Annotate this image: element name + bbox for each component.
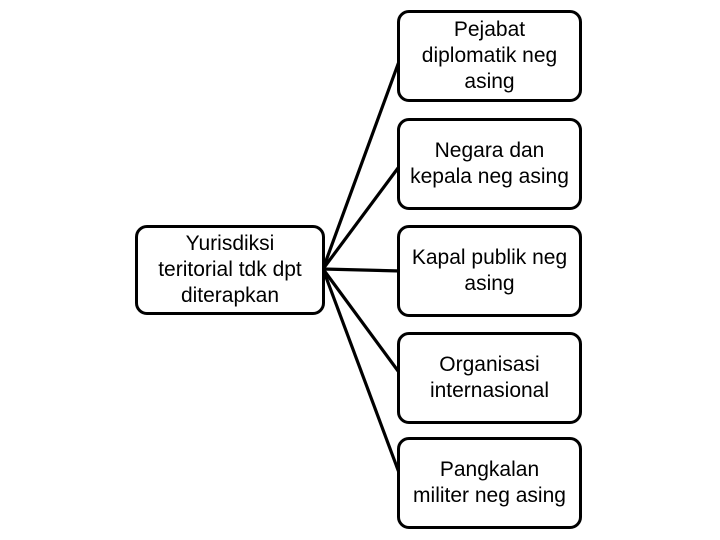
node-branch-label: Negara dan kepala neg asing xyxy=(410,138,569,188)
node-branch-organisasi-internasional: Organisasi internasional xyxy=(397,332,582,424)
connector-line-root-to-branch-4 xyxy=(321,268,403,376)
node-branch-label: Pejabat diplomatik neg asing xyxy=(421,17,558,94)
connector-line-root-to-branch-5 xyxy=(321,268,403,479)
connector-line-root-to-branch-1 xyxy=(321,55,403,270)
node-branch-kapal-publik: Kapal publik neg asing xyxy=(397,225,582,317)
node-branch-label: Organisasi internasional xyxy=(429,352,550,402)
node-branch-label: Kapal publik neg asing xyxy=(411,245,568,295)
node-branch-label: Pangkalan militer neg asing xyxy=(413,457,566,507)
node-branch-negara-kepala: Negara dan kepala neg asing xyxy=(397,118,582,210)
node-branch-pejabat-diplomatik: Pejabat diplomatik neg asing xyxy=(397,10,582,102)
node-branch-pangkalan-militer: Pangkalan militer neg asing xyxy=(397,437,582,529)
connector-line-root-to-branch-2 xyxy=(321,163,403,270)
node-root-label: Yurisdiksi teritorial tdk dpt diterapkan xyxy=(158,231,302,308)
connector-line-root-to-branch-3 xyxy=(322,267,402,273)
node-root: Yurisdiksi teritorial tdk dpt diterapkan xyxy=(135,225,325,315)
